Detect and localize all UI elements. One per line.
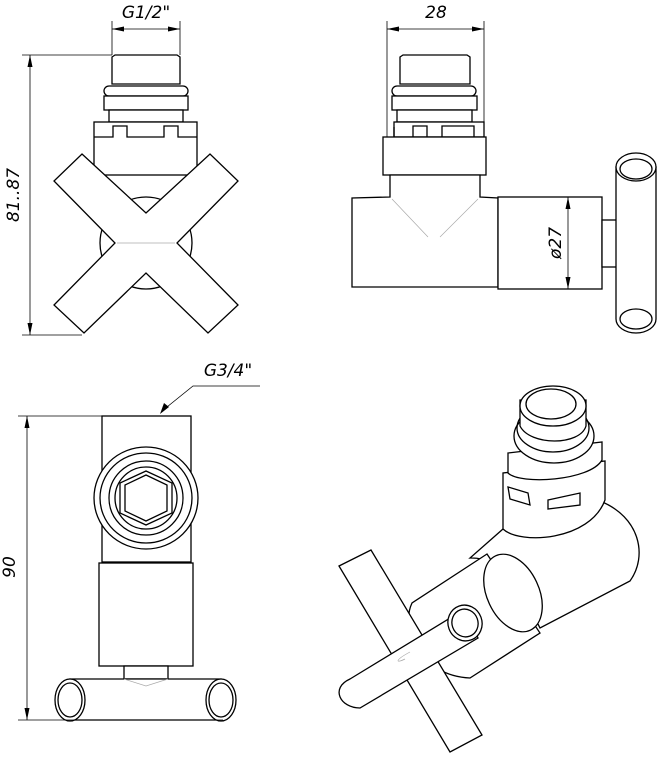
handle-end-right [205, 678, 237, 722]
bonnet-diameter-label: ø27 [546, 227, 566, 260]
nut-body [382, 136, 487, 176]
front-view: G1/2" 81..87 [4, 3, 239, 336]
handle-end-top [615, 152, 657, 182]
stem [123, 665, 169, 680]
inlet-thread-label: G1/2" [122, 3, 170, 23]
neck [396, 109, 473, 123]
inlet-nipple [399, 54, 471, 85]
nut [393, 121, 485, 138]
cross-handle [53, 153, 239, 334]
cross-handle-bar-2 [338, 608, 479, 709]
collar [391, 95, 478, 111]
nut-notches [507, 486, 581, 510]
hex-socket [119, 470, 173, 526]
total-height-label: 90 [0, 556, 20, 578]
stem [601, 219, 618, 268]
seal-ring [103, 85, 189, 97]
handle-end [447, 604, 483, 642]
outlet-thread-label: G3/4" [204, 361, 252, 381]
isometric-view [338, 385, 640, 753]
neck [108, 109, 184, 123]
height-range-label: 81..87 [4, 168, 24, 222]
nut-body [93, 121, 198, 176]
nut-notches [393, 125, 475, 137]
seal-ring [391, 85, 477, 97]
width-label: 28 [425, 3, 447, 23]
nut-notches [94, 125, 197, 138]
inlet-nipple [111, 54, 181, 85]
bonnet-face [483, 553, 543, 633]
handle-end-left [54, 678, 86, 722]
tee-body [351, 174, 499, 288]
side-view: 28 ø27 [351, 3, 657, 334]
handle-bar [615, 166, 657, 334]
bottom-view: G3/4" 90 [0, 361, 260, 722]
handle-bar [69, 678, 222, 721]
bonnet [98, 562, 194, 667]
collar [103, 95, 189, 111]
